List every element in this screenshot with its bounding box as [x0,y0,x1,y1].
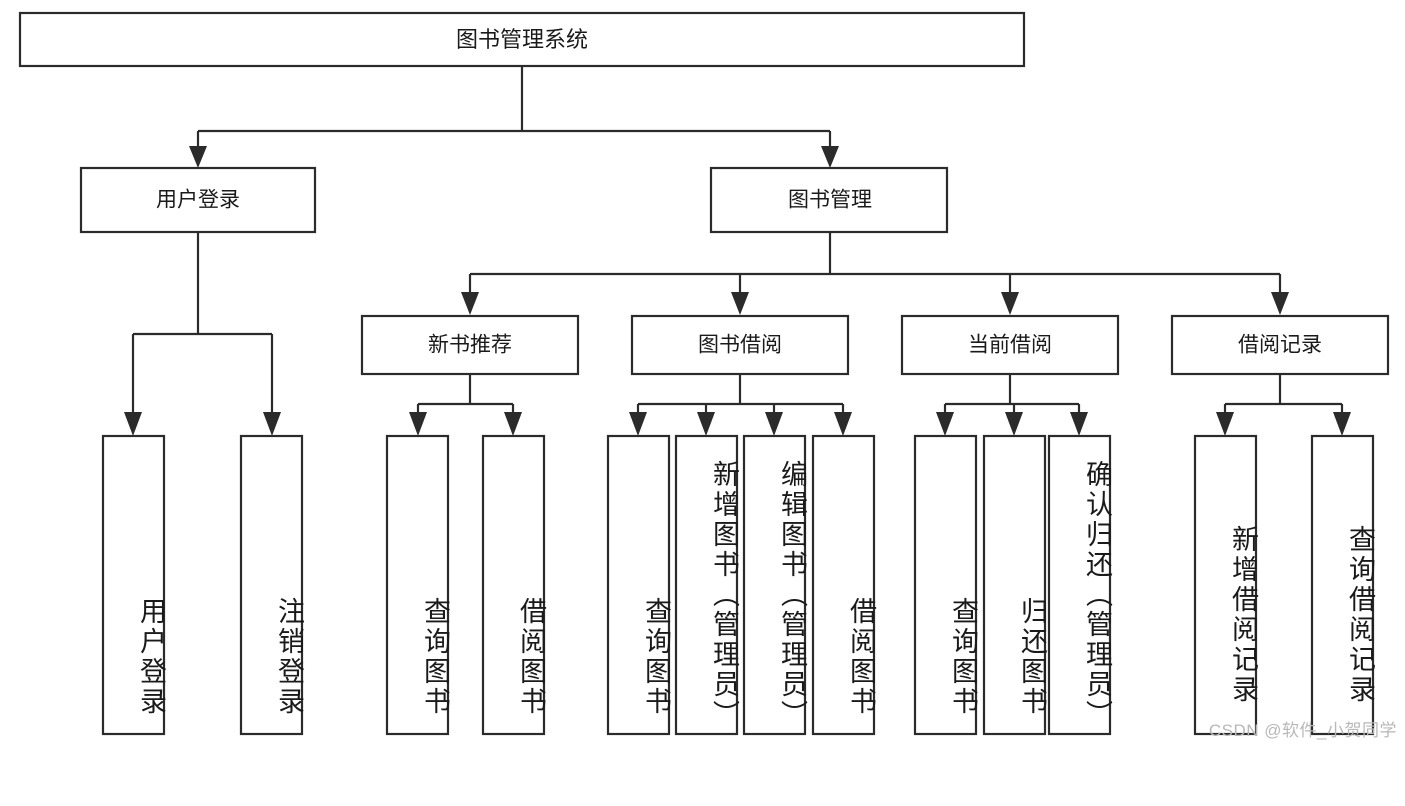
csdn-watermark: CSDN @软件_小贺同学 [1208,721,1397,740]
node-current-borrow[interactable]: 当前借阅 [900,314,1120,376]
leaf-box-new-book-2[interactable] [481,434,546,736]
node-book-manage[interactable]: 图书管理 [709,166,949,234]
arrow-book-manage-to-current-borrow [1001,292,1019,315]
current-borrow-box[interactable] [900,314,1120,376]
leaf-box-user-login-2[interactable] [239,434,304,736]
arrow-new-book-leaf-2 [504,412,522,436]
arrow-current-borrow-leaf-1 [936,412,954,436]
node-new-book-recommend[interactable]: 新书推荐 [360,314,580,376]
user-login-box[interactable] [79,166,317,234]
leaf-box-book-borrow-3[interactable] [742,434,807,736]
book-manage-label: 图书管理 [788,189,872,212]
arrow-book-manage-to-borrow-record [1271,292,1289,315]
diagram-canvas: 图书管理系统 用户登录 图书管理 新书推荐 图书借阅 当前借阅 借阅记录 [18,11,1397,740]
current-borrow-label: 当前借阅 [968,334,1052,357]
book-manage-box[interactable] [709,166,949,234]
arrow-borrow-record-leaf-2 [1333,412,1351,436]
leaf-box-user-login-1[interactable] [101,434,166,736]
arrow-current-borrow-leaf-2 [1005,412,1023,436]
arrow-current-borrow-leaf-3 [1070,412,1088,436]
node-user-login[interactable]: 用户登录 [79,166,317,234]
node-borrow-record[interactable]: 借阅记录 [1170,314,1390,376]
arrow-new-book-leaf-1 [409,412,427,436]
arrow-book-borrow-leaf-4 [834,412,852,436]
connectors-layer [124,66,1351,436]
node-root[interactable]: 图书管理系统 [18,11,1026,68]
arrow-user-login-leaf-1 [124,412,142,436]
root-label: 图书管理系统 [456,27,588,52]
arrow-book-borrow-leaf-2 [697,412,715,436]
user-login-label: 用户登录 [156,189,240,212]
leaf-box-borrow-record-2[interactable] [1310,434,1375,736]
tree-diagram-svg: 图书管理系统 用户登录 图书管理 新书推荐 图书借阅 当前借阅 借阅记录 [18,11,1390,736]
arrow-book-borrow-leaf-3 [765,412,783,436]
leaf-box-borrow-record-1[interactable] [1193,434,1258,736]
arrow-root-to-book-manage [821,146,839,168]
node-book-borrow[interactable]: 图书借阅 [630,314,850,376]
borrow-record-box[interactable] [1170,314,1390,376]
new-book-recommend-box[interactable] [360,314,580,376]
arrow-book-manage-to-new-book [461,292,479,315]
book-borrow-box[interactable] [630,314,850,376]
new-book-recommend-label: 新书推荐 [428,334,512,357]
leaf-box-current-borrow-1[interactable] [913,434,978,736]
arrow-user-login-leaf-2 [263,412,281,436]
leaf-box-new-book-1[interactable] [385,434,450,736]
leaf-box-book-borrow-2[interactable] [674,434,739,736]
leaf-boxes-layer [101,434,1375,736]
leaf-box-book-borrow-4[interactable] [811,434,876,736]
arrow-root-to-user-login [189,146,207,168]
leaf-box-current-borrow-3[interactable] [1047,434,1112,736]
borrow-record-label: 借阅记录 [1238,334,1322,357]
arrow-book-borrow-leaf-1 [629,412,647,436]
leaf-box-current-borrow-2[interactable] [982,434,1047,736]
arrow-book-manage-to-book-borrow [731,292,749,315]
root-box[interactable] [18,11,1026,68]
arrow-borrow-record-leaf-1 [1216,412,1234,436]
book-borrow-label: 图书借阅 [698,334,782,357]
leaf-box-book-borrow-1[interactable] [606,434,671,736]
